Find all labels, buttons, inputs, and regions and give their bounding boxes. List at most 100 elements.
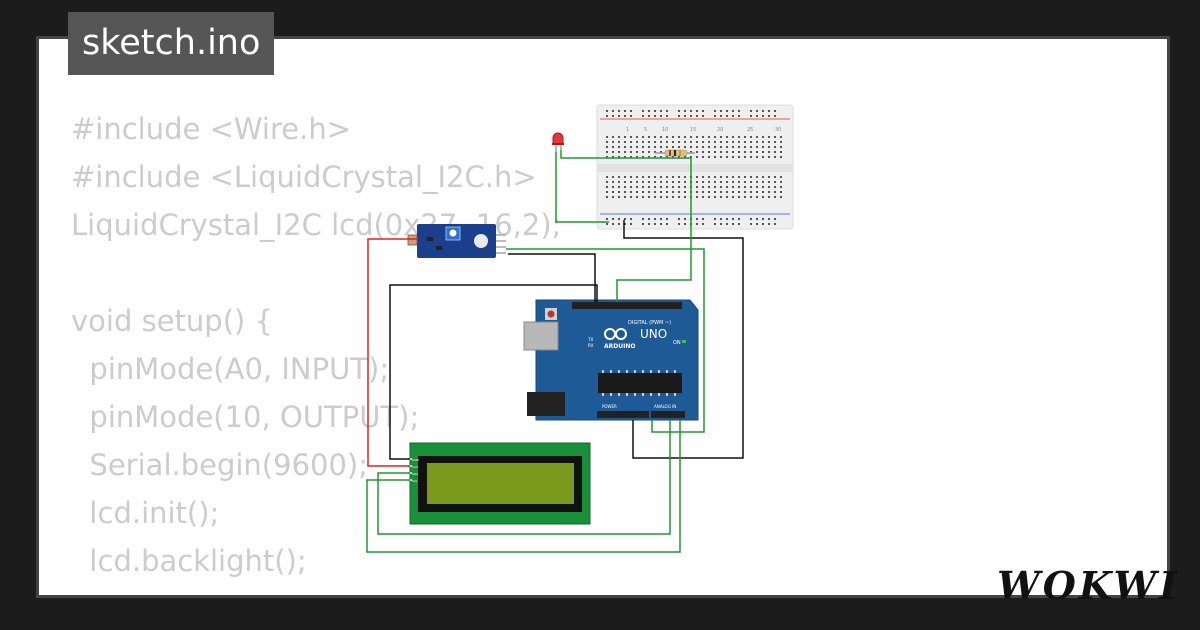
- breadboard-hole: [684, 136, 686, 138]
- breadboard-hole: [618, 151, 620, 153]
- breadboard-hole: [660, 181, 662, 183]
- breadboard-hole: [780, 191, 782, 193]
- breadboard-hole: [648, 151, 650, 153]
- breadboard-hole: [630, 191, 632, 193]
- breadboard-hole: [726, 186, 728, 188]
- lcd-display[interactable]: GND VCC SDA SCL: [408, 442, 591, 525]
- breadboard-hole: [696, 196, 698, 198]
- breadboard-hole: [672, 136, 674, 138]
- breadboard-hole: [732, 186, 734, 188]
- breadboard-hole: [636, 196, 638, 198]
- breadboard-hole: [642, 156, 644, 158]
- breadboard-hole: [702, 141, 704, 143]
- breadboard-hole: [648, 110, 650, 112]
- breadboard-hole: [630, 218, 632, 220]
- breadboard-hole: [636, 176, 638, 178]
- breadboard-hole: [612, 156, 614, 158]
- breadboard-hole: [660, 186, 662, 188]
- breadboard-hole: [708, 176, 710, 178]
- breadboard-hole: [732, 136, 734, 138]
- breadboard-hole: [708, 196, 710, 198]
- breadboard-hole: [684, 110, 686, 112]
- breadboard-hole: [744, 186, 746, 188]
- breadboard-hole: [720, 115, 722, 117]
- breadboard-hole: [774, 151, 776, 153]
- breadboard-hole: [780, 151, 782, 153]
- breadboard-hole: [780, 176, 782, 178]
- breadboard-hole: [666, 110, 668, 112]
- breadboard-hole: [648, 191, 650, 193]
- breadboard-hole: [660, 196, 662, 198]
- breadboard-hole: [750, 196, 752, 198]
- breadboard-hole: [726, 136, 728, 138]
- arduino-uno[interactable]: UNO ARDUINO DIGITAL (PWM ~) POWER ANALOG…: [523, 299, 699, 421]
- breadboard-hole: [708, 146, 710, 148]
- breadboard-hole: [624, 223, 626, 225]
- breadboard-hole: [672, 186, 674, 188]
- breadboard-hole: [612, 110, 614, 112]
- breadboard-hole: [756, 223, 758, 225]
- breadboard-hole: [696, 136, 698, 138]
- breadboard-hole: [690, 156, 692, 158]
- breadboard-hole: [714, 151, 716, 153]
- breadboard-hole: [762, 136, 764, 138]
- breadboard-hole: [768, 191, 770, 193]
- breadboard-column-numbers: 1 5 10 15 20 25 30: [626, 127, 781, 133]
- breadboard-hole: [774, 181, 776, 183]
- breadboard-hole: [666, 141, 668, 143]
- wire-green: [506, 248, 705, 433]
- tx-label: TX: [587, 337, 593, 342]
- breadboard-hole: [678, 196, 680, 198]
- breadboard-hole: [654, 156, 656, 158]
- ldr-sensor-module[interactable]: [407, 224, 506, 258]
- breadboard-hole: [654, 186, 656, 188]
- breadboard-hole: [714, 136, 716, 138]
- lcd-screen: [427, 463, 574, 504]
- breadboard-hole: [720, 110, 722, 112]
- breadboard-hole: [726, 181, 728, 183]
- breadboard-hole: [744, 176, 746, 178]
- breadboard-hole: [738, 186, 740, 188]
- breadboard-hole: [750, 151, 752, 153]
- wire-black: [389, 284, 598, 460]
- breadboard-hole: [714, 218, 716, 220]
- breadboard-hole: [654, 110, 656, 112]
- breadboard-hole: [660, 176, 662, 178]
- breadboard-hole: [762, 141, 764, 143]
- column-number: 5: [644, 127, 647, 133]
- breadboard-hole: [618, 218, 620, 220]
- breadboard-hole: [696, 110, 698, 112]
- breadboard-hole: [708, 156, 710, 158]
- breadboard-hole: [636, 136, 638, 138]
- lcd-pin-label: SCL: [412, 479, 418, 483]
- lcd-pin-label: VCC: [412, 465, 418, 469]
- breadboard-hole: [714, 141, 716, 143]
- breadboard-hole: [750, 186, 752, 188]
- breadboard-hole: [636, 156, 638, 158]
- breadboard-hole: [618, 196, 620, 198]
- red-led[interactable]: [552, 132, 564, 152]
- breadboard-hole: [684, 176, 686, 178]
- breadboard-hole: [642, 136, 644, 138]
- breadboard-hole: [750, 181, 752, 183]
- breadboard-hole: [660, 146, 662, 148]
- breadboard-hole: [696, 223, 698, 225]
- breadboard-hole: [774, 141, 776, 143]
- breadboard-hole: [696, 151, 698, 153]
- breadboard-hole: [606, 176, 608, 178]
- breadboard-hole: [642, 176, 644, 178]
- breadboard-hole: [720, 181, 722, 183]
- breadboard-hole: [780, 181, 782, 183]
- breadboard-hole: [678, 146, 680, 148]
- breadboard-hole: [660, 223, 662, 225]
- breadboard-hole: [612, 186, 614, 188]
- breadboard-hole: [636, 191, 638, 193]
- breadboard-hole: [606, 156, 608, 158]
- breadboard-hole: [606, 196, 608, 198]
- breadboard-hole: [762, 176, 764, 178]
- code-line: #include <Wire.h>: [71, 112, 352, 146]
- wire-green: [377, 420, 671, 535]
- breadboard-hole: [768, 181, 770, 183]
- usb-port: [523, 321, 559, 351]
- file-title: sketch.ino: [68, 12, 275, 75]
